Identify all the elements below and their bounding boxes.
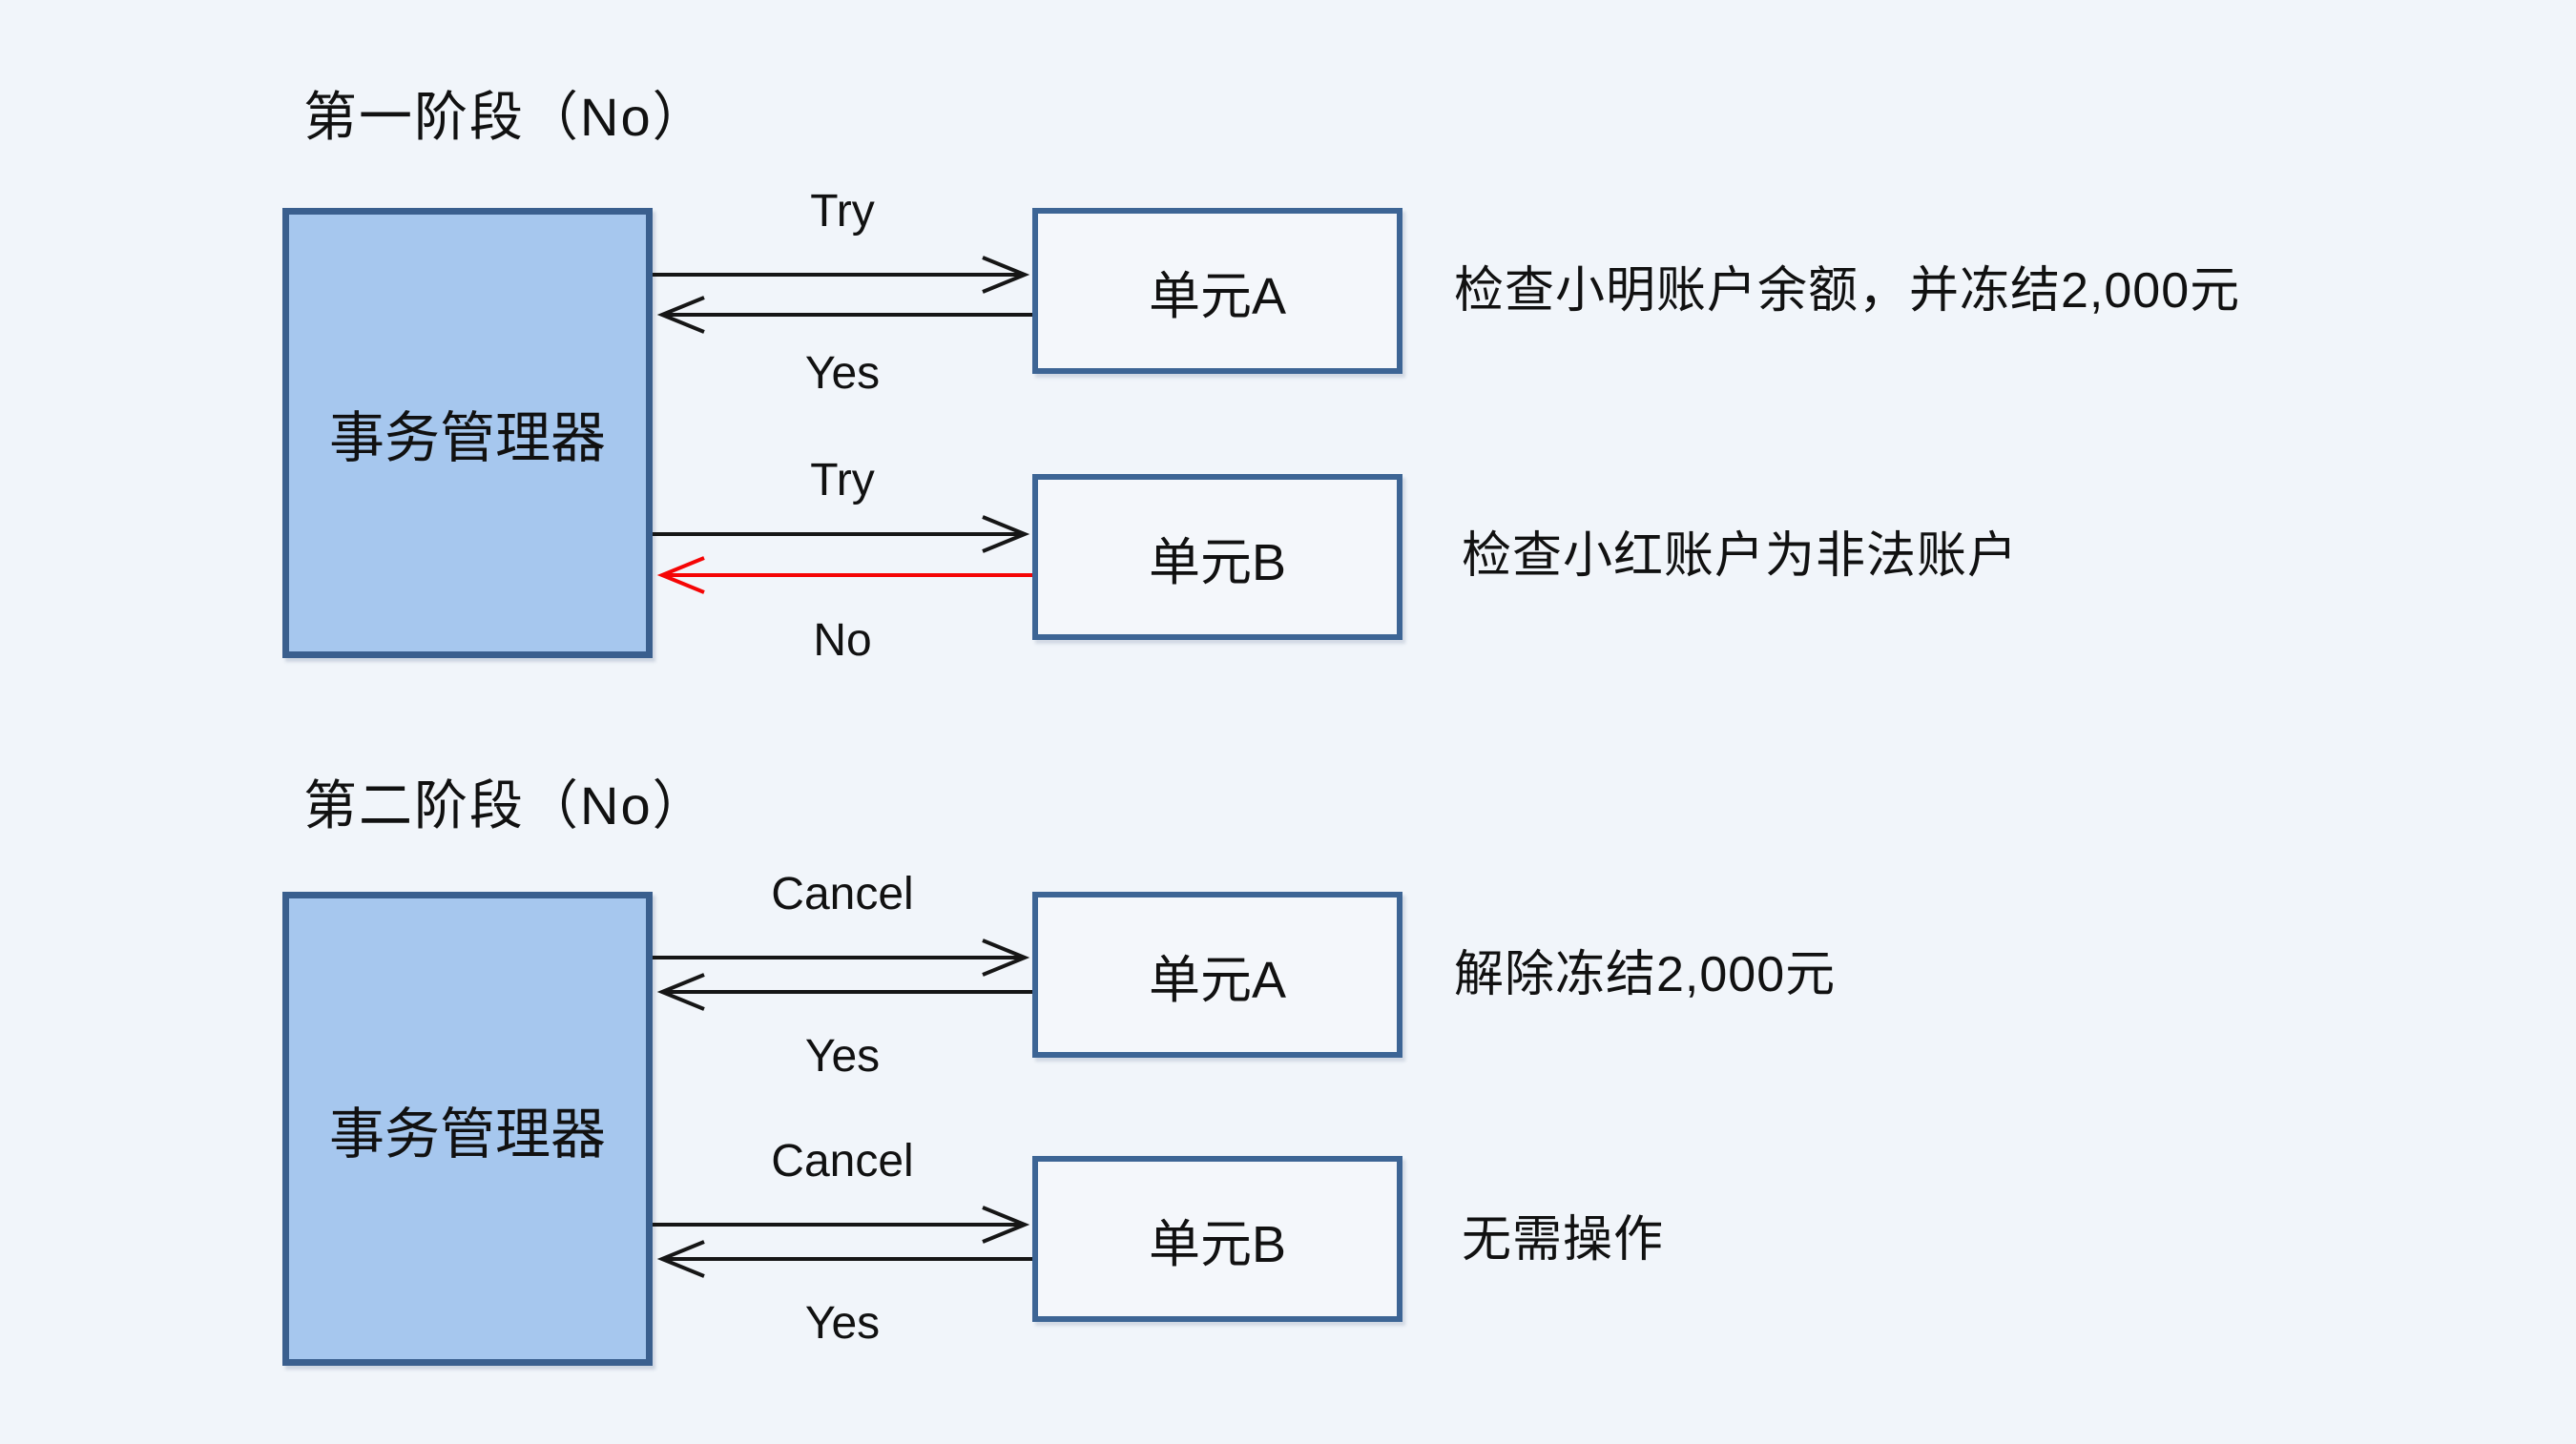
phase2-unit-b-label: 单元B — [1148, 1215, 1287, 1273]
phase1-unit-a-note: 检查小明账户余额，并冻结2,000元 — [1454, 263, 2241, 319]
phase1-unit-a-response-arrow — [656, 296, 1032, 334]
arrow-head — [656, 1240, 705, 1278]
phase1-unit-a-request-label: Try — [810, 186, 875, 237]
phase2-unit-a-request-arrow — [653, 939, 1030, 977]
phase1-unit-a-request-arrow — [653, 256, 1030, 294]
phase2-unit-a-box: 单元A — [1032, 892, 1402, 1058]
phase2-unit-b-request-arrow — [653, 1206, 1030, 1244]
phase2-unit-a-request-label: Cancel — [771, 869, 914, 919]
phase2-unit-b-box: 单元B — [1032, 1156, 1402, 1322]
phase1-unit-b-note: 检查小红账户为非法账户 — [1462, 528, 2019, 584]
phase1-transaction-manager-box: 事务管理器 — [282, 208, 653, 658]
phase2-unit-a-label: 单元A — [1148, 951, 1287, 1009]
phase1-unit-b-box: 单元B — [1032, 474, 1402, 640]
phase1-unit-a-box: 单元A — [1032, 208, 1402, 374]
phase2-unit-b-request-label: Cancel — [771, 1136, 914, 1186]
arrow-head — [982, 939, 1030, 977]
phase2-title: 第二阶段（No） — [303, 775, 708, 835]
arrow-head — [982, 515, 1030, 553]
phase2-transaction-manager-box: 事务管理器 — [282, 892, 653, 1366]
phase1-transaction-manager-label: 事务管理器 — [328, 407, 606, 469]
arrow-head — [656, 973, 705, 1011]
phase2-unit-a-response-label: Yes — [804, 1031, 881, 1082]
phase2-unit-b-response-label: Yes — [804, 1298, 881, 1349]
phase1-title: 第一阶段（No） — [303, 87, 708, 147]
arrow-head — [982, 256, 1030, 294]
phase1-unit-b-label: 单元B — [1148, 533, 1287, 591]
phase2-unit-a-response-arrow — [656, 973, 1032, 1011]
phase1-unit-b-response-label: No — [813, 615, 872, 666]
phase2-unit-b-response-arrow — [656, 1240, 1032, 1278]
phase1-unit-a-response-label: Yes — [804, 348, 881, 399]
phase1-unit-b-request-arrow — [653, 515, 1030, 553]
phase1-unit-a-label: 单元A — [1148, 267, 1287, 325]
arrow-head — [982, 1206, 1030, 1244]
phase2-unit-b-note: 无需操作 — [1462, 1212, 1665, 1268]
arrow-head — [656, 556, 705, 594]
phase1-unit-b-request-label: Try — [810, 455, 875, 505]
arrow-head — [656, 296, 705, 334]
phase2-transaction-manager-label: 事务管理器 — [328, 1103, 606, 1166]
phase2-unit-a-note: 解除冻结2,000元 — [1454, 947, 1837, 1002]
phase1-unit-b-response-arrow-red — [656, 556, 1032, 594]
